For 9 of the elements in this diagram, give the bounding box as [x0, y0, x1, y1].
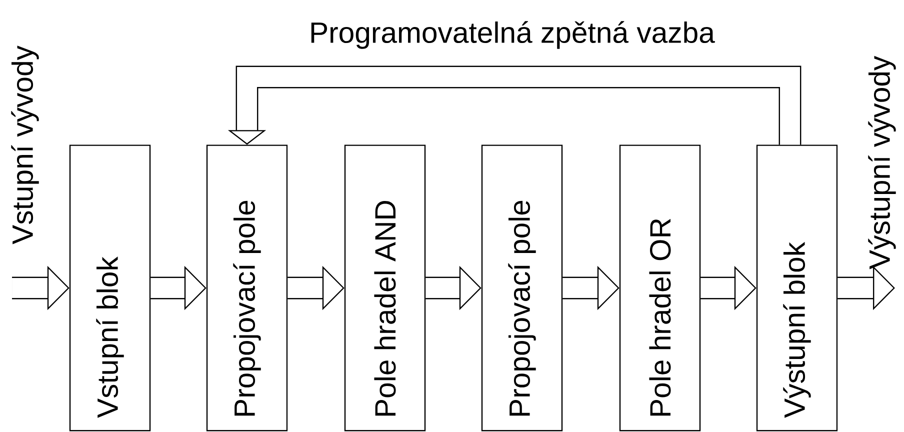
process-box: Pole hradel AND	[344, 144, 426, 432]
pin-label: Výstupní vývody	[868, 56, 896, 270]
process-box: Pole hradel OR	[619, 144, 701, 432]
edge-label: Programovatelná zpětná vazba	[311, 21, 715, 49]
process-box: Propojovací pole	[481, 144, 563, 432]
process-box: Propojovací pole	[206, 144, 288, 432]
pin-label: Vstupní vývody	[11, 46, 39, 244]
process-box: Výstupní blok	[756, 144, 838, 432]
process-box: Vstupní blok	[69, 144, 151, 432]
